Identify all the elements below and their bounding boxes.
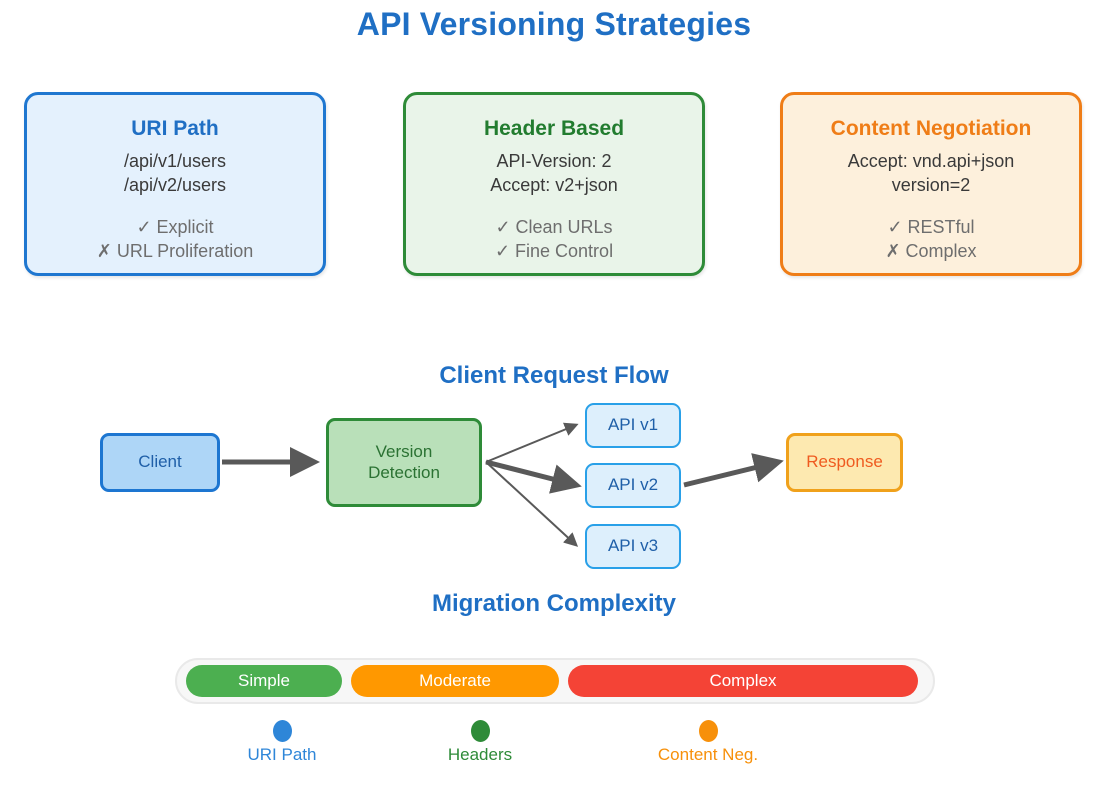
flow-node-api-v2[interactable]: API v2 (585, 463, 681, 508)
card-examples: Accept: vnd.api+json version=2 (847, 151, 1015, 196)
flow-node-api-v1[interactable]: API v1 (585, 403, 681, 448)
legend-dot-icon (470, 720, 490, 742)
node-label: API v3 (607, 536, 659, 556)
flow-node-client[interactable]: Client (100, 433, 220, 492)
legend-dot-icon (272, 720, 292, 742)
complexity-pill-simple[interactable]: Simple (186, 665, 342, 697)
pill-label: Complex (709, 671, 777, 690)
legend-label: Headers (447, 745, 513, 764)
card-title: Header Based (483, 117, 625, 140)
page-title: API Versioning Strategies (356, 6, 752, 42)
legend-dot-icon (698, 720, 718, 742)
legend-item-headers[interactable]: Headers (390, 720, 570, 765)
complexity-track: Simple Moderate Complex (175, 658, 935, 704)
node-label: Client (138, 452, 182, 472)
complexity-pill-complex[interactable]: Complex (568, 665, 918, 697)
legend-label: URI Path (247, 745, 317, 764)
node-label: API v1 (607, 415, 659, 435)
card-features: ✓ RESTful ✗ Complex (885, 216, 977, 261)
strategy-card-header-based[interactable]: Header Based API-Version: 2 Accept: v2+j… (403, 92, 705, 276)
legend-item-content-neg[interactable]: Content Neg. (618, 720, 798, 765)
pill-label: Simple (238, 671, 290, 690)
flow-arrows (222, 422, 784, 547)
flow-node-version-detection[interactable]: Version Detection (326, 418, 482, 507)
card-examples: /api/v1/users /api/v2/users (123, 151, 227, 196)
migration-section-heading: Migration Complexity (431, 590, 677, 617)
node-label: API v2 (607, 475, 659, 495)
card-features: ✓ Explicit ✗ URL Proliferation (96, 216, 254, 261)
card-title: URI Path (131, 117, 219, 140)
legend-item-uri-path[interactable]: URI Path (192, 720, 372, 765)
flow-node-api-v3[interactable]: API v3 (585, 524, 681, 569)
card-title: Content Negotiation (830, 117, 1032, 140)
flow-section-heading: Client Request Flow (439, 362, 669, 389)
complexity-pill-moderate[interactable]: Moderate (351, 665, 559, 697)
strategy-card-content-negotiation[interactable]: Content Negotiation Accept: vnd.api+json… (780, 92, 1082, 276)
card-examples: API-Version: 2 Accept: v2+json (490, 151, 618, 196)
flow-node-response[interactable]: Response (786, 433, 903, 492)
card-features: ✓ Clean URLs ✓ Fine Control (494, 216, 614, 261)
legend-label: Content Neg. (657, 745, 759, 764)
strategy-card-uri-path[interactable]: URI Path /api/v1/users /api/v2/users ✓ E… (24, 92, 326, 276)
pill-label: Moderate (419, 671, 491, 690)
node-label: Response (806, 452, 883, 472)
node-label: Version Detection (368, 442, 440, 482)
